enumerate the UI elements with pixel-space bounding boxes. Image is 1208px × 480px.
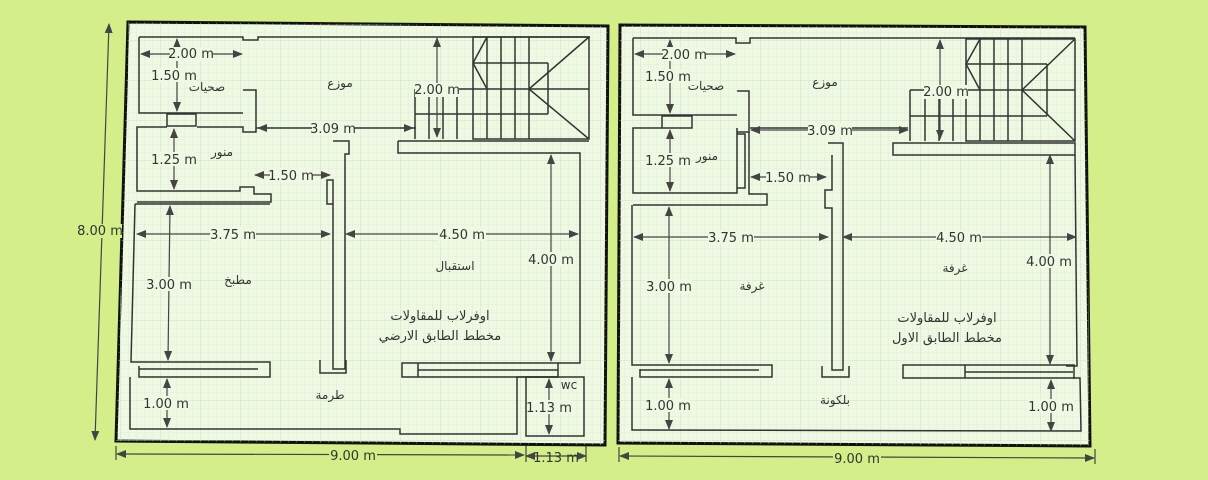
dim-lightwell-height: 1.25 m <box>645 154 691 169</box>
dimension-labels: 2.00 m 1.50 m 2.00 m 3.09 m 1.25 m 1.50 … <box>645 48 1074 467</box>
room-label-lightwell: منور <box>210 145 233 160</box>
plan-title: مخطط الطابق الارضي <box>379 329 501 344</box>
dim-balcony-height-left: 1.00 m <box>645 399 691 414</box>
dim-total-width: 9.00 m <box>330 449 376 464</box>
dim-total-width: 9.00 m <box>834 452 880 467</box>
dim-left-room-width: 3.75 m <box>210 228 256 243</box>
dim-bath-height: 1.50 m <box>151 69 197 84</box>
dim-left-room-width: 3.75 m <box>708 231 754 246</box>
dim-corridor-width: 1.50 m <box>268 169 314 184</box>
room-label-lobby: موزع <box>812 75 838 90</box>
dim-right-room-height: 4.00 m <box>1026 255 1072 270</box>
dim-bath-width: 2.00 m <box>661 48 707 63</box>
room-label-lobby: موزع <box>327 76 353 91</box>
dim-right-room-width: 4.50 m <box>439 228 485 243</box>
dim-left-room-height: 3.00 m <box>146 278 192 293</box>
ground-floor-plan: 2.00 m 1.50 m 2.00 m 3.09 m 1.25 m 1.50 … <box>77 20 610 466</box>
dim-front-height: 1.00 m <box>143 397 189 412</box>
dimension-labels: 2.00 m 1.50 m 2.00 m 3.09 m 1.25 m 1.50 … <box>77 47 579 466</box>
walls <box>129 36 590 437</box>
company-name: اوفرلاب للمقاولات <box>897 311 996 326</box>
room-label-bath: صحيات <box>688 79 725 93</box>
room-label-terrace: طرمة <box>315 388 344 403</box>
plan-title: مخطط الطابق الاول <box>892 331 1002 346</box>
dim-right-room-width: 4.50 m <box>936 231 982 246</box>
room-label-reception: استقبال <box>435 259 474 273</box>
dim-bath-width: 2.00 m <box>168 47 214 62</box>
dim-wc-height: 1.13 m <box>526 401 572 416</box>
dim-right-room-height: 4.00 m <box>528 253 574 268</box>
first-floor-plan: 2.00 m 1.50 m 2.00 m 3.09 m 1.25 m 1.50 … <box>616 23 1096 467</box>
room-labels: صحيات موزع منور مطبخ استقبال طرمة wc اوف… <box>189 76 577 403</box>
dim-lobby-width: 3.09 m <box>310 122 356 137</box>
room-label-balcony: بلكونة <box>820 393 850 408</box>
company-name: اوفرلاب للمقاولات <box>390 309 489 324</box>
room-label-room-left: غرفة <box>739 279 764 294</box>
dim-left-room-height: 3.00 m <box>646 280 692 295</box>
room-label-bath: صحيات <box>189 80 226 94</box>
room-labels: صحيات موزع منور غرفة غرفة بلكونة اوفرلاب… <box>688 75 1002 408</box>
dim-bath-height: 1.50 m <box>645 70 691 85</box>
room-label-kitchen: مطبخ <box>224 273 252 287</box>
room-label-lightwell: منور <box>695 149 718 164</box>
dim-total-height: 8.00 m <box>77 224 123 239</box>
dim-lightwell-height: 1.25 m <box>151 153 197 168</box>
room-label-wc: wc <box>561 378 577 392</box>
dim-wc-width: 1.13 m <box>533 451 579 466</box>
dim-stair-height: 2.00 m <box>923 85 969 100</box>
dim-lobby-width: 3.09 m <box>807 124 853 139</box>
dim-balcony-height-right: 1.00 m <box>1028 400 1074 415</box>
room-label-room-right: غرفة <box>942 261 967 276</box>
dim-stair-height: 2.00 m <box>414 83 460 98</box>
dim-corridor-width: 1.50 m <box>765 171 811 186</box>
